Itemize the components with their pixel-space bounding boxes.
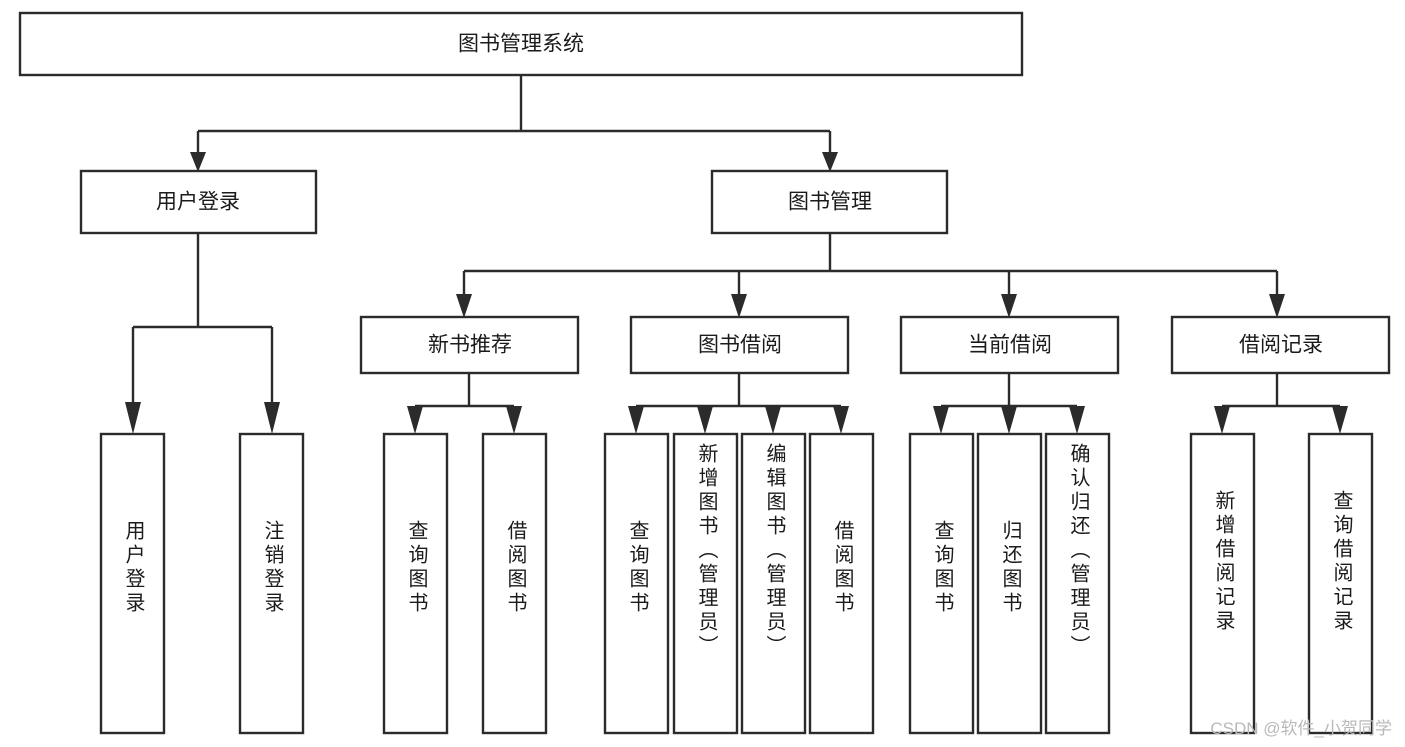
leaf-borrowrecord-query-record[interactable]: 查询借阅记录 [1307, 432, 1374, 735]
leaf-bookborrow-query-book-label: 查询图书 [626, 520, 649, 616]
node-book-borrow-label: 图书借阅 [698, 334, 782, 357]
leaf-currentborrow-return-book-label: 归还图书 [999, 520, 1022, 616]
node-borrow-record-label: 借阅记录 [1239, 334, 1323, 357]
leaf-borrowrecord-add-record[interactable]: 新增借阅记录 [1189, 432, 1256, 735]
leaf-currentborrow-query-book-box [908, 432, 975, 735]
leaf-borrowrecord-add-record-label: 新增借阅记录 [1212, 490, 1235, 634]
leaf-user-login-login-box [99, 432, 166, 735]
leaf-newbook-borrow-book[interactable]: 借阅图书 [481, 432, 548, 735]
node-book-management-box [710, 169, 949, 235]
leaf-bookborrow-borrow-book-box [808, 432, 875, 735]
node-user-login-label: 用户登录 [156, 191, 240, 214]
leaf-newbook-query-book-label: 查询图书 [405, 520, 428, 616]
node-current-borrow-label: 当前借阅 [968, 334, 1052, 357]
leaf-newbook-borrow-book-label: 借阅图书 [504, 520, 527, 616]
csdn-watermark: CSDN @软件_小贺同学 [1210, 719, 1392, 738]
leaf-currentborrow-return-book[interactable]: 归还图书 [976, 432, 1043, 735]
arrow-head-newbook-leaf-2 [506, 406, 522, 434]
arrow-head-newbook-leaf-1 [407, 406, 423, 434]
leaf-bookborrow-add-book-box [672, 432, 739, 735]
leaf-bookborrow-query-book-box [603, 432, 670, 735]
arrow-head-leaf-logout [264, 402, 280, 434]
arrow-head-currentborrow-leaf-3 [1069, 406, 1085, 434]
leaf-user-login-login-label: 用户登录 [122, 520, 145, 616]
leaf-borrowrecord-query-record-label: 查询借阅记录 [1330, 490, 1353, 634]
leaf-user-login-logout[interactable]: 注销登录 [238, 432, 305, 735]
arrow-head-book-manage [822, 152, 838, 172]
arrow-head-bookborrow-leaf-1 [628, 406, 644, 434]
leaf-bookborrow-query-book[interactable]: 查询图书 [603, 432, 670, 735]
node-root-label: 图书管理系统 [458, 33, 584, 56]
leaf-bookborrow-borrow-book-label: 借阅图书 [831, 520, 854, 616]
leaf-currentborrow-confirm-return-label: 确认归还（管理员） [1067, 443, 1090, 659]
node-new-book-recommend-label: 新书推荐 [428, 334, 512, 357]
node-new-book-recommend[interactable]: 新书推荐 [359, 315, 580, 375]
node-borrow-record-box [1170, 315, 1391, 375]
arrow-head-currentborrow-leaf-1 [933, 406, 949, 434]
leaf-bookborrow-edit-book[interactable]: 编辑图书（管理员） [740, 432, 807, 735]
leaf-user-login-login[interactable]: 用户登录 [99, 432, 166, 735]
leaf-bookborrow-borrow-book[interactable]: 借阅图书 [808, 432, 875, 735]
node-book-borrow[interactable]: 图书借阅 [629, 315, 850, 375]
arrow-head-borrowrecord-leaf-1 [1214, 406, 1230, 434]
leaf-newbook-borrow-book-box [481, 432, 548, 735]
node-book-borrow-box [629, 315, 850, 375]
leaf-user-login-logout-box [238, 432, 305, 735]
leaf-newbook-query-book[interactable]: 查询图书 [382, 432, 449, 735]
leaf-borrowrecord-query-record-box [1307, 432, 1374, 735]
leaf-bookborrow-edit-book-label: 编辑图书（管理员） [763, 443, 786, 659]
leaf-currentborrow-confirm-return[interactable]: 确认归还（管理员） [1044, 432, 1111, 735]
arrow-head-bookborrow-leaf-2 [697, 406, 713, 434]
node-current-borrow[interactable]: 当前借阅 [899, 315, 1120, 375]
arrow-head-user-login [190, 152, 206, 172]
arrow-head-bookborrow-leaf-4 [833, 406, 849, 434]
arrow-head-book-borrow [731, 294, 747, 318]
node-user-login-box [79, 169, 318, 235]
arrow-head-borrow-record [1269, 294, 1285, 318]
arrow-head-borrowrecord-leaf-2 [1332, 406, 1348, 434]
arrow-head-currentborrow-leaf-2 [1001, 406, 1017, 434]
arrow-head-bookborrow-leaf-3 [765, 406, 781, 434]
arrow-head-new-book [456, 294, 472, 318]
node-root-system[interactable]: 图书管理系统 [18, 11, 1024, 77]
leaf-user-login-logout-label: 注销登录 [261, 520, 284, 616]
connector-group [125, 76, 1348, 434]
leaf-borrowrecord-add-record-box [1189, 432, 1256, 735]
leaf-bookborrow-add-book-label: 新增图书（管理员） [695, 443, 718, 659]
leaf-currentborrow-return-book-box [976, 432, 1043, 735]
leaf-currentborrow-confirm-return-box [1044, 432, 1111, 735]
node-user-login[interactable]: 用户登录 [79, 169, 318, 235]
node-root-box [18, 11, 1024, 77]
leaf-newbook-query-book-box [382, 432, 449, 735]
node-new-book-recommend-box [359, 315, 580, 375]
leaf-bookborrow-add-book[interactable]: 新增图书（管理员） [672, 432, 739, 735]
arrow-head-leaf-user-login [125, 402, 141, 434]
node-book-management[interactable]: 图书管理 [710, 169, 949, 235]
arrow-head-current-borrow [1001, 294, 1017, 318]
node-borrow-record[interactable]: 借阅记录 [1170, 315, 1391, 375]
leaf-bookborrow-edit-book-box [740, 432, 807, 735]
node-current-borrow-box [899, 315, 1120, 375]
leaf-currentborrow-query-book-label: 查询图书 [931, 520, 954, 616]
node-book-management-label: 图书管理 [788, 191, 872, 214]
leaf-currentborrow-query-book[interactable]: 查询图书 [908, 432, 975, 735]
